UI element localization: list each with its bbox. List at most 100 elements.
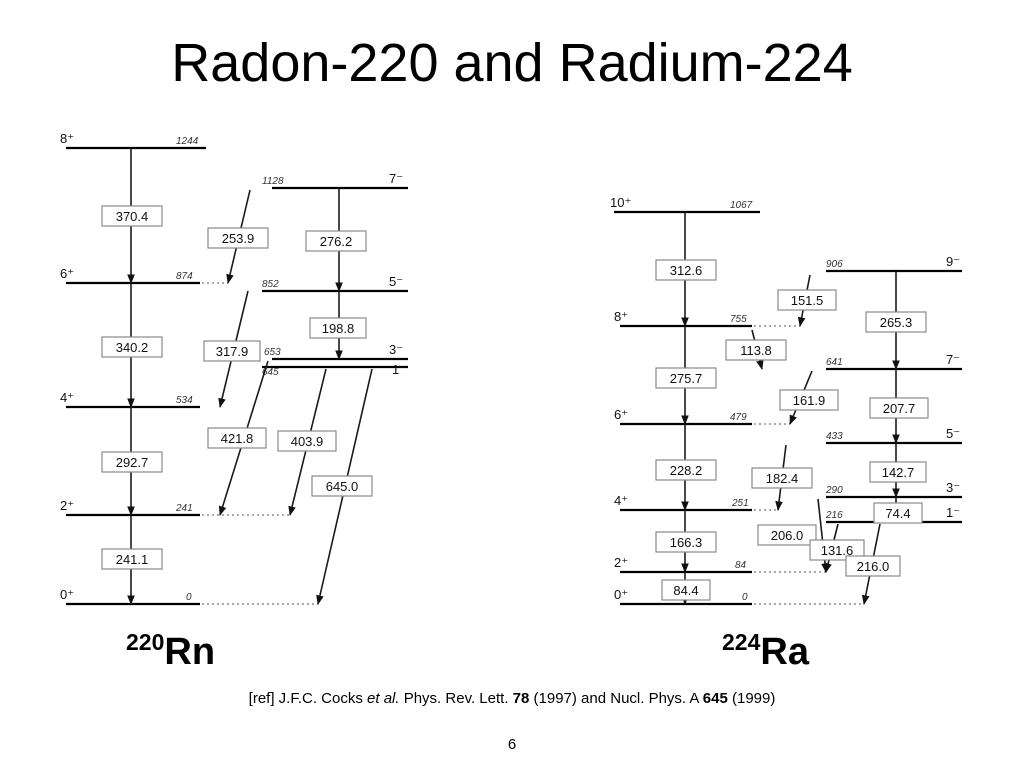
reference-citation: [ref] J.F.C. Cocks et al. Phys. Rev. Let… (0, 690, 1024, 707)
level-spin-label: 5⁻ (389, 274, 403, 289)
gamma-energy-label: 253.9 (222, 231, 255, 246)
gamma-energy-label: 74.4 (885, 506, 910, 521)
gamma-arrow (817, 498, 829, 573)
ra224-level-9minus: 9⁻906 (826, 254, 962, 273)
rn220-transition-317-9: 317.9 (203, 290, 261, 408)
level-energy-label: 641 (826, 357, 843, 368)
gamma-energy-label: 275.7 (670, 371, 703, 386)
level-energy-label: 653 (264, 347, 281, 358)
gamma-energy-label: 84.4 (673, 583, 698, 598)
ra224-level-2plus: 2⁺84 (614, 555, 826, 574)
gamma-energy-label: 292.7 (116, 455, 149, 470)
level-spin-label: 4⁺ (60, 390, 74, 405)
level-energy-label: 290 (825, 485, 843, 496)
rn220-label: 220Rn (126, 628, 215, 676)
ra224-level-5minus: 5⁻ 433 (826, 426, 962, 445)
level-energy-label: 852 (262, 279, 279, 290)
rn220-level-8plus: 8⁺1244 (60, 131, 206, 150)
ra224-level-4plus: 4⁺ 251 (614, 493, 778, 512)
level-spin-label: 1⁻ (946, 505, 960, 520)
reference-volume-1: 78 (512, 690, 530, 707)
reference-text-1: [ref] J.F.C. Cocks (248, 690, 368, 707)
gamma-energy-box (869, 461, 927, 483)
rn220-level-0plus: 0⁺0 (60, 587, 318, 606)
reference-volume-2: 645 (702, 690, 728, 707)
level-spin-label: 7⁻ (946, 352, 960, 367)
gamma-energy-box (757, 524, 817, 546)
gamma-energy-label: 370.4 (116, 209, 149, 224)
ra224-level-scheme: 0⁺02⁺844⁺2516⁺4798⁺75510⁺10671⁻2163⁻2905… (610, 195, 962, 606)
gamma-energy-box (865, 311, 927, 333)
ra224-transition-228-2: 228.2 (655, 424, 717, 511)
gamma-energy-box (845, 555, 901, 577)
ra224-transition-166-3: 166.3 (655, 510, 717, 573)
gamma-energy-box (725, 339, 787, 361)
level-energy-label: 645 (262, 367, 279, 378)
ra224-transition-131-6: 131.6 (809, 523, 865, 573)
level-spin-label: 3⁻ (389, 342, 403, 357)
ra224-transition-142-7: 142.7 (869, 443, 927, 498)
gamma-energy-box (751, 467, 813, 489)
reference-et-al: et al. (367, 690, 400, 707)
gamma-energy-box (661, 579, 711, 601)
level-energy-label: 251 (731, 498, 749, 509)
ra224-transition-207-7: 207.7 (869, 369, 929, 444)
rn220-transition-276-2: 276.2 (305, 188, 367, 292)
level-spin-label: 7⁻ (389, 171, 403, 186)
gamma-energy-box (101, 548, 163, 570)
page-number: 6 (507, 736, 517, 753)
ra224-transition-161-9: 161.9 (779, 370, 839, 425)
rn220-level-2plus: 2⁺241 (60, 498, 290, 517)
gamma-energy-label: 645.0 (326, 479, 359, 494)
gamma-energy-box (655, 367, 717, 389)
rn220-transition-340-2: 340.2 (101, 283, 163, 408)
slide-title: Radon-220 and Radium-224 (171, 33, 853, 93)
gamma-energy-box (309, 317, 367, 339)
gamma-energy-box (777, 289, 837, 311)
gamma-energy-label: 161.9 (793, 393, 826, 408)
gamma-energy-label: 131.6 (821, 543, 854, 558)
ra224-level-7minus: 7⁻ 641 (826, 352, 962, 371)
level-energy-label: 0 (186, 592, 192, 603)
rn220-transition-253-9: 253.9 (207, 189, 269, 284)
level-spin-label: 1⁻ (392, 362, 406, 377)
rn220-level-6plus: 6⁺874 (60, 266, 228, 285)
level-spin-label: 3⁻ (946, 480, 960, 495)
ra224-transition-265-3: 265.3 (865, 271, 927, 370)
gamma-energy-box (873, 502, 923, 524)
gamma-energy-box (869, 397, 929, 419)
rn220-transition-370-4: 370.4 (101, 148, 163, 284)
level-spin-label: 6⁺ (60, 266, 74, 281)
level-energy-label: 433 (826, 431, 843, 442)
ra224-transition-74-4: 74.4 (873, 497, 923, 524)
rn220-level-scheme: 0⁺0 2⁺241 4⁺ 534 6⁺874 8⁺1244 1⁻ 645 3⁻ 653 5⁻ 852 7… (60, 131, 408, 606)
gamma-energy-box (655, 459, 717, 481)
gamma-energy-label: 142.7 (882, 465, 915, 480)
level-energy-label: 1244 (176, 136, 199, 147)
reference-text-4: (1999) (727, 690, 776, 707)
ra224-label: 224Ra (722, 628, 809, 676)
ra224-transition-151-5: 151.5 (777, 274, 837, 327)
rn220-symbol: Rn (164, 631, 216, 673)
level-spin-label: 4⁺ (614, 493, 628, 508)
gamma-energy-box (101, 205, 163, 227)
level-energy-label: 479 (730, 412, 747, 423)
ra224-transition-216-0: 216.0 (845, 523, 901, 605)
rn220-level-5minus: 5⁻ 852 (262, 274, 408, 293)
rn220-transition-421-8: 421.8 (207, 360, 269, 516)
level-energy-label: 534 (176, 395, 193, 406)
rn220-level-7minus: 7⁻1128 (262, 171, 408, 190)
level-energy-label: 1067 (730, 200, 753, 211)
gamma-energy-box (207, 227, 269, 249)
gamma-energy-label: 207.7 (883, 401, 916, 416)
gamma-energy-label: 265.3 (880, 315, 913, 330)
level-energy-label: 0 (742, 592, 748, 603)
level-spin-label: 5⁻ (946, 426, 960, 441)
ra224-level-8plus: 8⁺755 (614, 309, 800, 328)
level-energy-label: 84 (735, 560, 747, 571)
reference-text-2: Phys. Rev. Lett. (399, 690, 513, 707)
ra224-transition-113-8: 113.8 (725, 329, 787, 370)
rn220-transition-198-8: 198.8 (309, 291, 367, 360)
level-spin-label: 0⁺ (614, 587, 628, 602)
